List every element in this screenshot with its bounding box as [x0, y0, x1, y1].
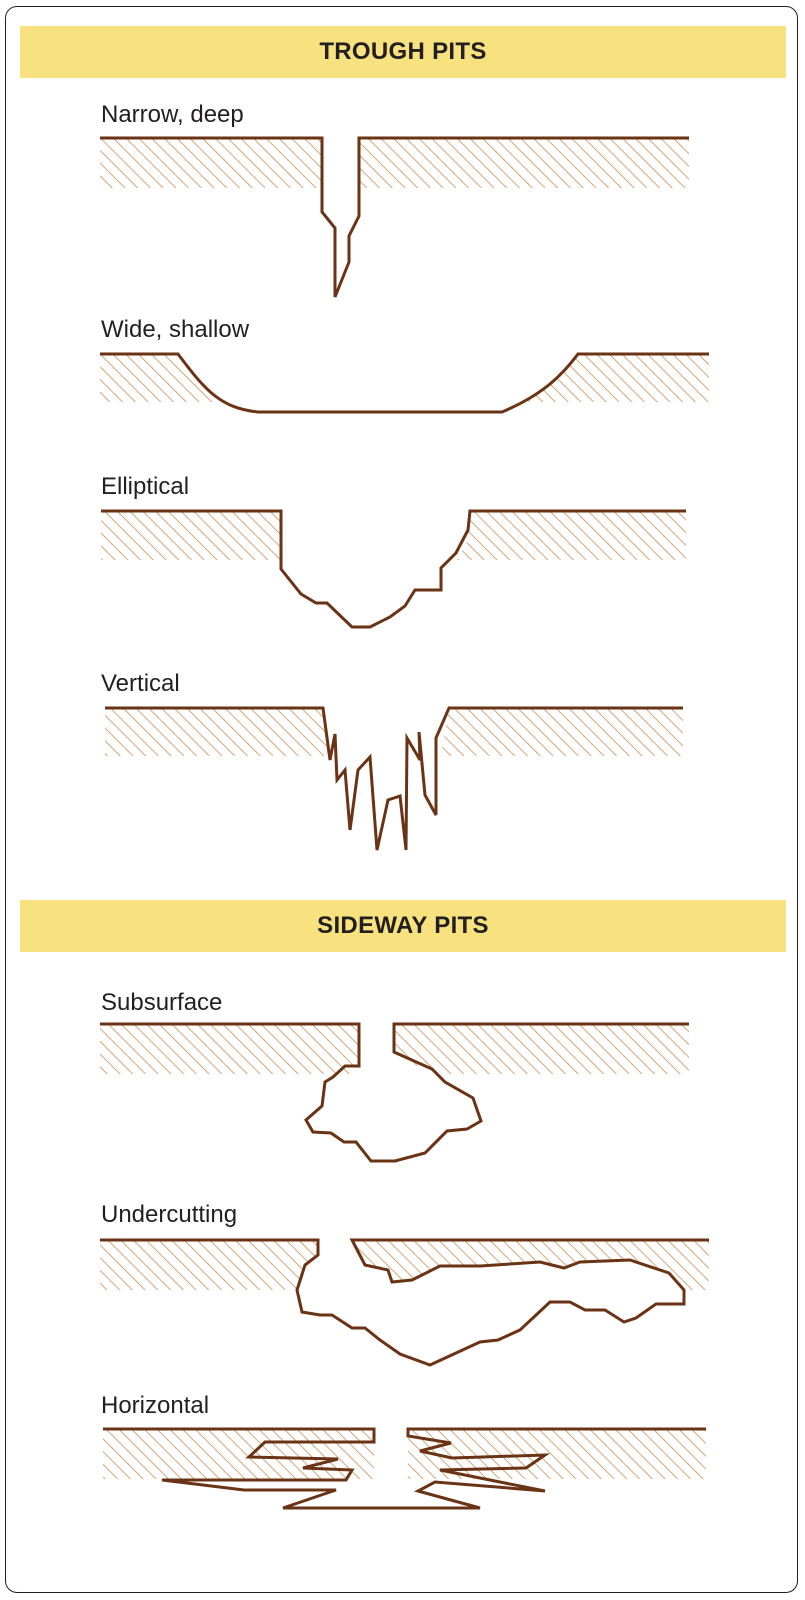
- label-horizontal: Horizontal: [101, 1392, 210, 1419]
- label-undercutting: Undercutting: [101, 1201, 238, 1228]
- narrow-deep-pit-diagram: [100, 136, 689, 298]
- section-heading-trough-pits: TROUGH PITS: [20, 26, 786, 78]
- label-wide-shallow: Wide, shallow: [101, 316, 250, 343]
- elliptical-pit-diagram: [101, 509, 686, 629]
- label-vertical: Vertical: [101, 670, 180, 697]
- section-heading-sideway-pits: SIDEWAY PITS: [20, 900, 786, 952]
- label-elliptical: Elliptical: [101, 473, 190, 500]
- label-subsurface: Subsurface: [101, 989, 223, 1016]
- figure-frame: [5, 6, 798, 1593]
- vertical-pit-diagram: [105, 706, 683, 851]
- undercutting-pit-diagram: [100, 1238, 709, 1367]
- subsurface-pit-diagram: [100, 1022, 689, 1163]
- horizontal-pit-diagram: [103, 1427, 706, 1510]
- wide-shallow-pit-diagram: [100, 352, 709, 414]
- label-narrow-deep: Narrow, deep: [101, 101, 244, 128]
